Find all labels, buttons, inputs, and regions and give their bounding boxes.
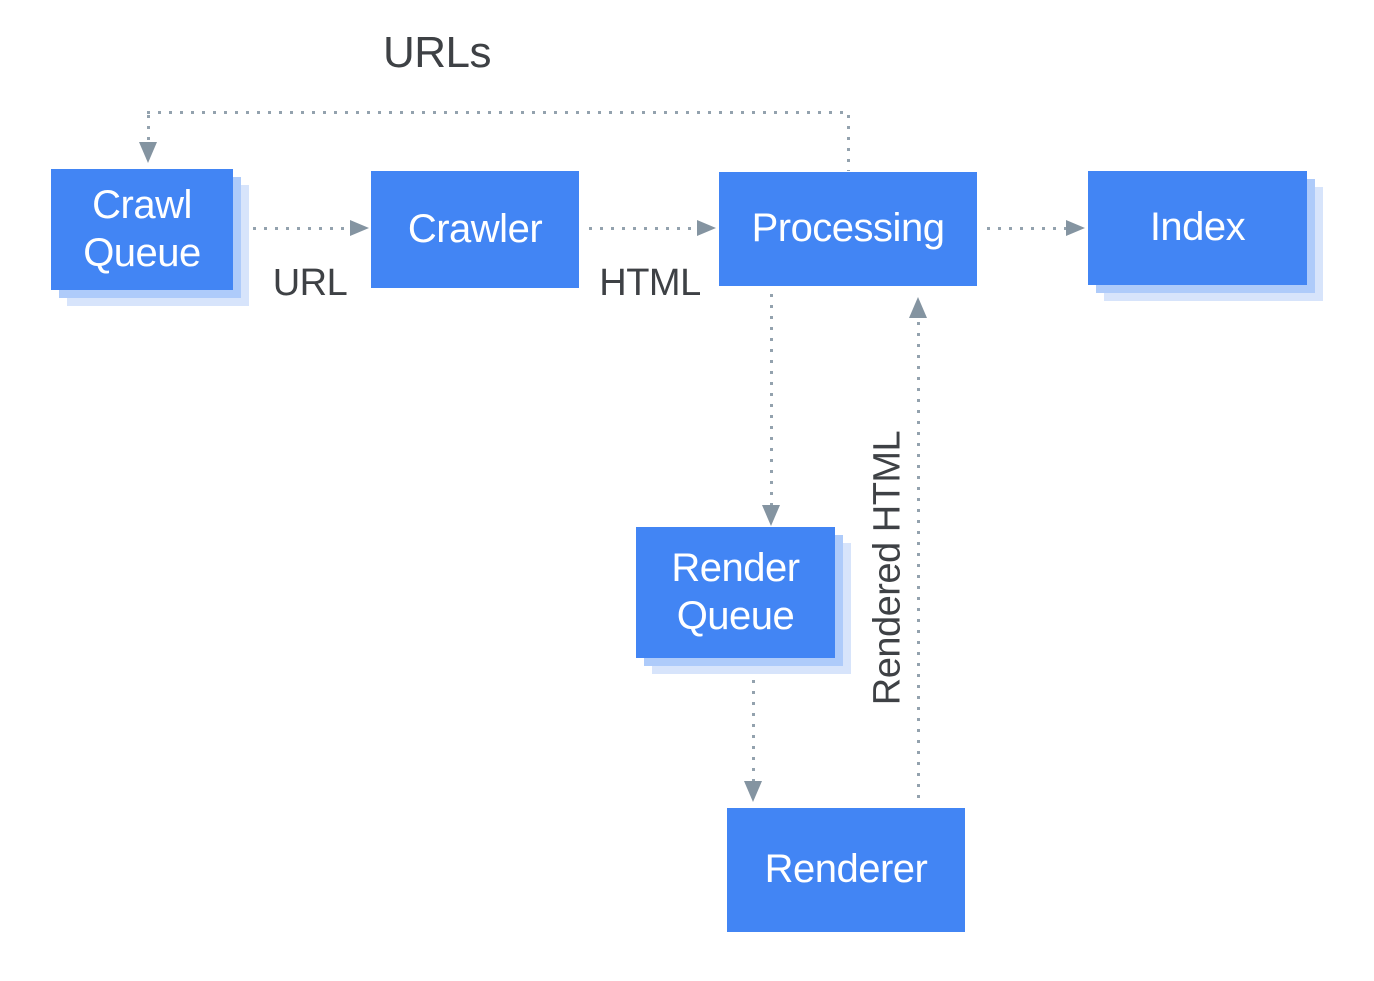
label-html: HTML (599, 262, 701, 304)
node-label-line: Index (1149, 205, 1246, 250)
node-label-line: Renderer (764, 847, 928, 892)
arrowhead-right-icon (1066, 220, 1085, 236)
node-index: Index (1088, 171, 1307, 285)
node-label-line: Queue (676, 593, 795, 638)
node-processing: Processing (719, 172, 977, 286)
arrowhead-down-icon (744, 781, 762, 802)
edge-processing-index-line (987, 227, 1066, 230)
node-label-line: Queue (83, 230, 201, 275)
edge-renderqueue-renderer-line (752, 680, 755, 781)
node-label-line: Crawl (92, 183, 192, 228)
node-crawl-queue: Crawl Queue (51, 169, 233, 290)
edge-crawler-processing-line (589, 227, 697, 230)
arrowhead-right-icon (697, 220, 716, 236)
node-render-queue: Render Queue (636, 527, 835, 658)
node-label-line: Crawler (407, 206, 543, 251)
label-url: URL (272, 262, 348, 304)
node-renderer: Renderer (727, 808, 965, 932)
feedback-line-right-segment (847, 115, 850, 171)
arrowhead-right-icon (350, 220, 369, 236)
feedback-line-top-segment (147, 111, 850, 114)
node-crawler: Crawler (371, 171, 579, 288)
arrowhead-up-icon (909, 297, 927, 318)
edge-crawlqueue-crawler-line (253, 227, 351, 230)
node-label-line: Processing (751, 206, 945, 251)
edge-processing-renderqueue-line (770, 294, 773, 505)
edge-renderer-processing-line (917, 322, 920, 806)
feedback-line-left-segment (147, 115, 150, 142)
node-label-line: Render (671, 546, 800, 591)
label-rendered-html: Rendered HTML (866, 430, 909, 706)
label-urls: URLs (382, 28, 492, 77)
arrowhead-down-icon (139, 142, 157, 163)
arrowhead-down-icon (762, 505, 780, 526)
